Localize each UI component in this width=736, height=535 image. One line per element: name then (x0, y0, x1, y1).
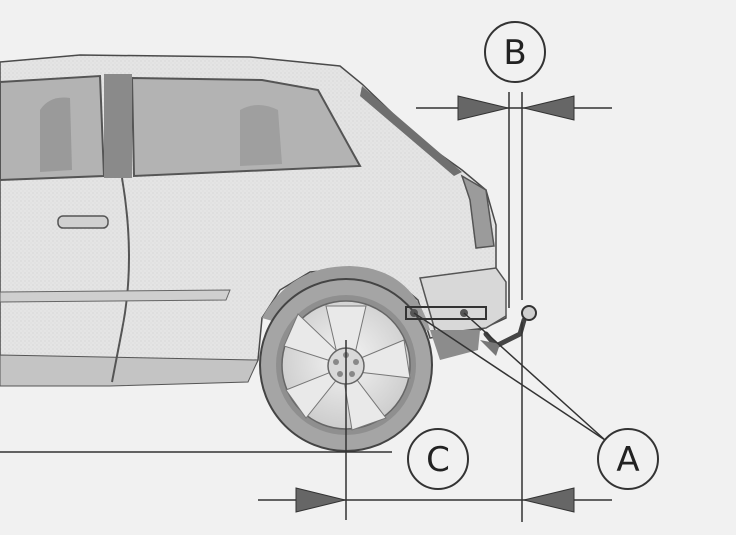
tail-light (460, 174, 495, 249)
arrow-b-left (457, 95, 509, 121)
callout-b-label: B (503, 33, 526, 73)
arrow-c-left (295, 487, 346, 513)
seat-rear (240, 105, 282, 166)
callout-b-circle (484, 21, 546, 83)
callout-a-circle (597, 428, 659, 490)
arrow-c-right (523, 487, 575, 513)
car-sill (0, 354, 259, 387)
callout-c-circle (407, 428, 469, 490)
b-pillar (104, 74, 132, 178)
rear-wheel (259, 278, 433, 452)
rear-bumper (419, 267, 507, 335)
callout-c: C (407, 428, 469, 490)
arrow-b-right (523, 95, 575, 121)
seat-front (40, 97, 72, 172)
callout-c-label: C (426, 440, 450, 480)
side-molding (0, 289, 231, 303)
tow-ball (521, 305, 537, 321)
car (0, 54, 507, 387)
tow-bracket (480, 340, 500, 356)
door-handle (57, 215, 109, 229)
dimension-arrows (295, 95, 575, 513)
wheel-arch (262, 266, 430, 332)
rear-window (360, 86, 462, 176)
callout-b: B (484, 21, 546, 83)
door-seam (111, 177, 130, 383)
callout-a: A (597, 428, 659, 490)
underbody (430, 330, 480, 360)
callout-a-label: A (616, 440, 639, 480)
tow-bar-mount (405, 306, 487, 320)
